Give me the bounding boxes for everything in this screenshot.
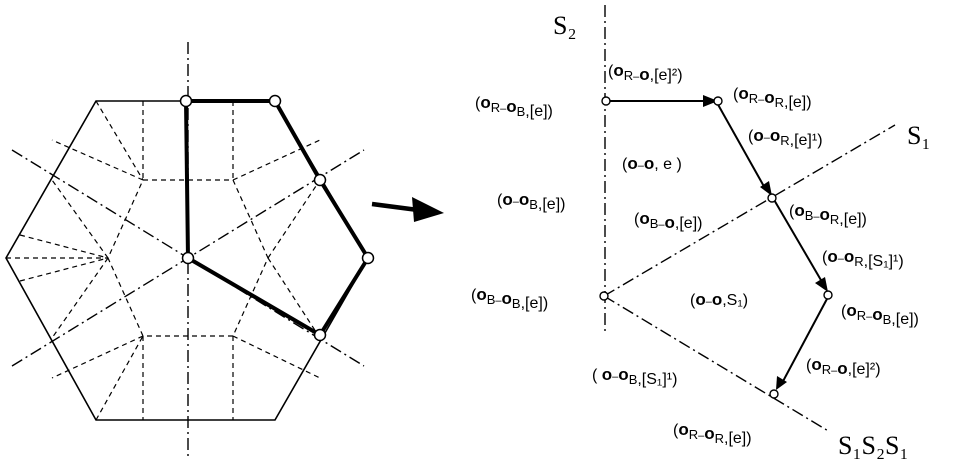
- vertex-right: [361, 251, 375, 265]
- label-top-right-vertex: (oR–oR,[e]): [733, 84, 812, 111]
- label-center-edge: (oB–o,[e]): [634, 209, 702, 232]
- bold-path: [184, 99, 370, 337]
- label-right-vertex-1: (oB–oR,[e]): [789, 201, 867, 228]
- node-right-1: [767, 193, 777, 203]
- label-right-edge-3: (oR–o,[e]²): [806, 355, 881, 378]
- label-lower-edge: ( o–oB,[S₁]¹): [592, 365, 677, 388]
- quotient-graph: [599, 5, 896, 433]
- vertex-top-left: [179, 94, 193, 108]
- transition-arrow: [371, 197, 444, 222]
- label-top-edge: (oR–o,[e]²): [608, 61, 683, 84]
- arrow-heads: [703, 95, 828, 390]
- state-labels: (oR–oB,[e]) (oR–o,[e]²) (oR–oR,[e]) (o–o…: [471, 61, 919, 447]
- mirror-s1-line: [603, 124, 896, 297]
- dashed-tiling: [6, 100, 321, 421]
- vertex-right-upper: [313, 173, 327, 187]
- label-bottom-vertex: (oR–oR,[e]): [673, 420, 752, 447]
- node-origin: [599, 291, 609, 301]
- vertex-right-lower: [313, 328, 327, 342]
- label-right-edge-2: (o–oR,[S₁]¹): [822, 247, 904, 270]
- node-right-2: [823, 290, 833, 300]
- vertex-top-right: [268, 94, 282, 108]
- vertex-center: [181, 251, 195, 265]
- node-top-left: [601, 96, 611, 106]
- label-lower-region: (o–o,S₁): [690, 290, 748, 309]
- mirror-s1s2s1-line: [603, 295, 831, 433]
- node-top-right: [713, 96, 723, 106]
- label-center-region: (o–o, e ): [622, 154, 682, 173]
- hexagon-tiling: [5, 42, 375, 458]
- label-left-region: (o–oB,[e]): [497, 190, 565, 213]
- label-right-edge-1: (o–oR,[e]¹): [748, 126, 823, 149]
- node-bottom: [769, 389, 779, 399]
- graph-edges: [606, 100, 829, 386]
- mirror-label-s2: S₂: [553, 11, 577, 40]
- mirror-label-s1s2s1: S₁S₂S₁: [838, 431, 909, 460]
- label-origin-vertex: (oB–oB,[e]): [471, 285, 548, 312]
- label-right-vertex-2: (oR–oB,[e]): [841, 301, 919, 328]
- left-vertices: [179, 94, 375, 342]
- graph-nodes: [599, 96, 833, 399]
- mirror-label-s1: S₁: [907, 121, 931, 150]
- label-top-left-vertex: (oR–oB,[e]): [475, 93, 553, 120]
